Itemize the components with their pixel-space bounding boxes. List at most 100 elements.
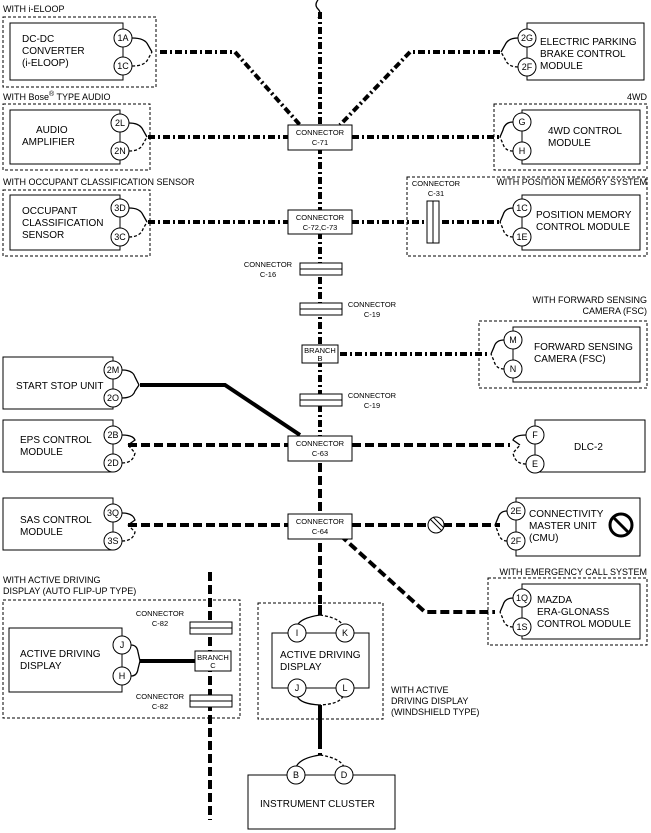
svg-text:3C: 3C — [114, 232, 126, 242]
svg-text:C-16: C-16 — [260, 270, 276, 279]
svg-text:2D: 2D — [107, 458, 119, 468]
svg-text:H: H — [519, 146, 526, 156]
svg-text:M: M — [509, 335, 517, 345]
module-forward-sensing-camera: FORWARD SENSING CAMERA (FSC) M N — [490, 326, 641, 383]
svg-text:F: F — [532, 430, 538, 440]
svg-text:(i-ELOOP): (i-ELOOP) — [22, 58, 69, 69]
svg-text:CONNECTIVITY: CONNECTIVITY — [529, 509, 604, 520]
connector-c19-lower: CONNECTOR C-19 — [299, 391, 397, 410]
group-position-memory — [406, 176, 648, 257]
pin-1s — [512, 617, 532, 637]
pin-3s — [103, 531, 123, 551]
svg-text:2M: 2M — [107, 365, 120, 375]
svg-text:DISPLAY: DISPLAY — [280, 662, 322, 673]
svg-text:BRAKE CONTROL: BRAKE CONTROL — [540, 49, 626, 60]
svg-text:2B: 2B — [107, 430, 118, 440]
svg-text:3S: 3S — [107, 536, 118, 546]
svg-text:MODULE: MODULE — [20, 527, 63, 538]
svg-text:CONNECTOR: CONNECTOR — [412, 179, 461, 188]
svg-text:2F: 2F — [511, 536, 522, 546]
svg-text:CONNECTOR: CONNECTOR — [244, 260, 293, 269]
group-frames: WITH i-ELOOP WITH Bose® TYPE AUDIO 4WD W… — [2, 4, 648, 720]
svg-text:CONTROL MODULE: CONTROL MODULE — [536, 222, 630, 233]
group-bose — [2, 103, 151, 171]
pin-h-auto — [112, 666, 132, 686]
svg-text:H: H — [119, 671, 126, 681]
pin-g — [512, 112, 532, 132]
svg-text:C: C — [210, 661, 216, 670]
svg-text:ELECTRIC PARKING: ELECTRIC PARKING — [540, 37, 637, 48]
connector-c72-c73: CONNECTOR C-72,C-73 — [287, 209, 353, 235]
svg-text:EPS CONTROL: EPS CONTROL — [20, 435, 92, 446]
group-ocs — [2, 189, 151, 257]
group-i-eloop — [2, 16, 157, 88]
connector-c64: CONNECTOR C-64 — [287, 513, 353, 540]
svg-text:B: B — [293, 770, 299, 780]
svg-text:K: K — [342, 628, 348, 638]
pin-e — [525, 454, 545, 474]
module-active-driving-display-windshield: ACTIVE DRIVING DISPLAY I K J L — [271, 614, 370, 706]
pin-2m — [103, 360, 123, 380]
svg-text:CLASSIFICATION: CLASSIFICATION — [22, 218, 104, 229]
pin-d — [334, 765, 354, 785]
pin-j-auto — [112, 635, 132, 655]
module-start-stop-unit: START STOP UNIT 2M 2O — [2, 356, 140, 410]
pin-f — [525, 425, 545, 445]
group-label-add-auto-1: WITH ACTIVE DRIVING — [3, 575, 101, 585]
group-label-bose: WITH Bose® TYPE AUDIO — [3, 90, 111, 102]
svg-text:C-63: C-63 — [312, 449, 328, 458]
module-eps-control: EPS CONTROL MODULE 2B 2D — [2, 419, 136, 473]
pin-3c — [110, 227, 130, 247]
connector-c82-lower: CONNECTOR C-82 — [136, 692, 233, 711]
pin-2e — [506, 501, 526, 521]
module-era-glonass: MAZDA ERA-GLONASS CONTROL MODULE 1Q 1S — [499, 583, 641, 640]
svg-text:C-72,C-73: C-72,C-73 — [303, 223, 338, 232]
module-active-driving-display-auto: ACTIVE DRIVING DISPLAY J H — [8, 627, 141, 693]
svg-text:DC-DC: DC-DC — [22, 34, 54, 45]
module-dlc-2: DLC-2 F E — [512, 419, 646, 474]
pin-2f-epb — [517, 57, 537, 77]
svg-text:AMPLIFIER: AMPLIFIER — [22, 137, 75, 148]
svg-text:2L: 2L — [115, 118, 125, 128]
pin-b — [286, 765, 306, 785]
svg-text:BRANCH: BRANCH — [197, 653, 229, 662]
svg-text:CONTROL MODULE: CONTROL MODULE — [537, 619, 631, 630]
pin-3q — [103, 503, 123, 523]
svg-text:CONNECTOR: CONNECTOR — [296, 213, 345, 222]
group-fsc — [478, 320, 648, 389]
pin-1c — [113, 56, 133, 76]
svg-text:(CMU): (CMU) — [529, 533, 558, 544]
pin-2o — [103, 388, 123, 408]
svg-text:1Q: 1Q — [516, 593, 528, 603]
pin-i — [287, 623, 307, 643]
svg-text:C-71: C-71 — [312, 138, 328, 147]
svg-text:1C: 1C — [117, 61, 129, 71]
svg-text:FORWARD SENSING: FORWARD SENSING — [534, 342, 633, 353]
group-4wd — [493, 103, 648, 171]
group-label-4wd: 4WD — [627, 92, 648, 102]
branch-c: BRANCH C — [194, 650, 232, 672]
svg-text:3D: 3D — [114, 203, 126, 213]
pin-2f-cmu — [506, 531, 526, 551]
svg-text:I: I — [296, 628, 299, 638]
svg-text:CONNECTOR: CONNECTOR — [296, 517, 345, 526]
group-label-fsc-2: CAMERA (FSC) — [582, 306, 647, 316]
svg-text:E: E — [532, 459, 538, 469]
svg-text:INSTRUMENT CLUSTER: INSTRUMENT CLUSTER — [260, 799, 375, 810]
connector-c63: CONNECTOR C-63 — [287, 435, 353, 462]
svg-text:ERA-GLONASS: ERA-GLONASS — [537, 607, 610, 618]
svg-text:2F: 2F — [522, 62, 533, 72]
prohibited-icon — [608, 512, 634, 538]
svg-text:START STOP UNIT: START STOP UNIT — [16, 381, 103, 392]
svg-text:2E: 2E — [510, 506, 521, 516]
wire-break-icon — [315, 0, 321, 19]
module-sas-control: SAS CONTROL MODULE 3Q 3S — [2, 497, 136, 551]
module-connectivity-master-unit: CONNECTIVITY MASTER UNIT (CMU) 2E 2F — [494, 497, 641, 557]
svg-text:CONNECTOR: CONNECTOR — [348, 391, 397, 400]
group-label-position-memory: WITH POSITION MEMORY SYSTEM — [496, 177, 647, 187]
svg-text:L: L — [342, 683, 347, 693]
wires — [128, 0, 510, 820]
svg-text:POSITION MEMORY: POSITION MEMORY — [536, 210, 632, 221]
group-label-add-ws-1: WITH ACTIVE — [391, 685, 449, 695]
svg-text:4WD CONTROL: 4WD CONTROL — [548, 126, 622, 137]
